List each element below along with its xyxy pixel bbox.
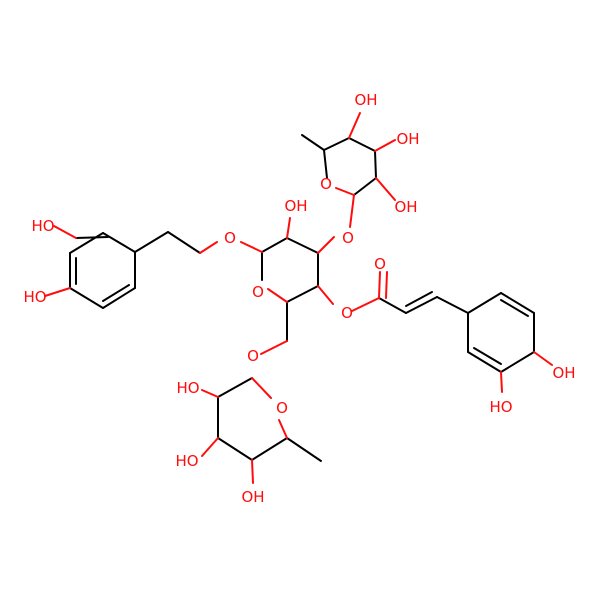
carbon-bonds bbox=[69, 134, 535, 462]
hydroxyl-label: OH bbox=[552, 364, 575, 382]
carbonyl-oxygen-label: O bbox=[374, 255, 386, 273]
hydroxyl-label: HO bbox=[175, 452, 198, 470]
hydroxyl-label: OH bbox=[284, 197, 307, 215]
glycosidic-oxygen-label: O bbox=[342, 229, 354, 247]
ester-oxygen-label: O bbox=[341, 304, 353, 322]
atom-labels: OH OH OH O O OH O O HO HO O O OH HO O O … bbox=[23, 91, 575, 506]
hydroxyl-label: HO bbox=[176, 379, 199, 397]
ring-oxygen-label: O bbox=[252, 283, 264, 301]
oxygen-bonds bbox=[44, 112, 553, 484]
ring-oxygen-label: O bbox=[276, 399, 288, 417]
hydroxyl-label: OH bbox=[396, 130, 419, 148]
ring-oxygen-label: O bbox=[320, 175, 332, 193]
ether-oxygen-label: O bbox=[224, 229, 236, 247]
hydroxyl-label: OH bbox=[354, 91, 377, 109]
glycosidic-oxygen-label: O bbox=[247, 347, 259, 365]
hydroxyl-label: HO bbox=[23, 288, 46, 306]
hydroxyl-label: OH bbox=[394, 198, 417, 216]
hydroxyl-label: OH bbox=[241, 488, 264, 506]
hydroxyl-label: HO bbox=[31, 217, 54, 235]
hydroxyl-label: HO bbox=[489, 398, 512, 416]
